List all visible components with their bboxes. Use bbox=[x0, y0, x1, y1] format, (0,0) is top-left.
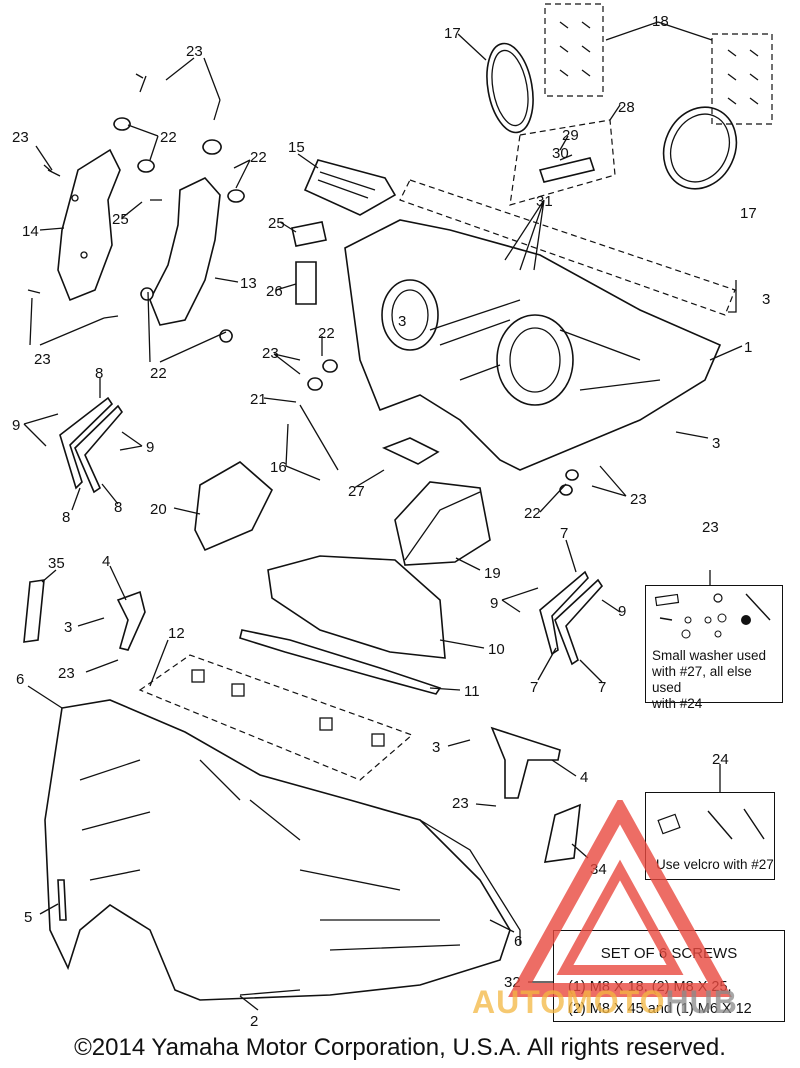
screws-32-line2: (2) M8 X 45 and (1) M6 X 12 bbox=[568, 1001, 752, 1017]
callout-10: 10 bbox=[488, 641, 505, 658]
callout-9: 9 bbox=[12, 417, 20, 434]
part-14-bracket bbox=[27, 73, 162, 319]
callout-31: 31 bbox=[536, 193, 553, 210]
part-19-cover bbox=[394, 481, 491, 566]
callout-3: 3 bbox=[712, 435, 720, 452]
callout-21: 21 bbox=[250, 391, 267, 408]
callout-3: 3 bbox=[398, 313, 406, 330]
hardware-23-note-line3: with #24 bbox=[652, 696, 703, 711]
callout-13: 13 bbox=[240, 275, 257, 292]
callout-23: 23 bbox=[58, 665, 75, 682]
hardware-23-note-line2: with #27, all else used bbox=[652, 664, 752, 695]
callout-23: 23 bbox=[452, 795, 469, 812]
callout-4: 4 bbox=[580, 769, 588, 786]
part-7-arms bbox=[539, 570, 604, 666]
callout-3: 3 bbox=[762, 291, 770, 308]
callout-22: 22 bbox=[318, 325, 335, 342]
callout-25: 25 bbox=[268, 215, 285, 232]
callout-8: 8 bbox=[114, 499, 122, 516]
callout-23: 23 bbox=[262, 345, 279, 362]
part-22-23-grommets bbox=[307, 359, 579, 496]
callout-14: 14 bbox=[22, 223, 39, 240]
callout-17: 17 bbox=[444, 25, 461, 42]
callout-2: 2 bbox=[250, 1013, 258, 1030]
callout-29: 29 bbox=[562, 127, 579, 144]
callout-9: 9 bbox=[490, 595, 498, 612]
callout-7: 7 bbox=[598, 679, 606, 696]
callout-30: 30 bbox=[552, 145, 569, 162]
hardware-23-box: Small washer used with #27, all else use… bbox=[645, 585, 783, 711]
callout-34: 34 bbox=[590, 861, 607, 878]
callout-23: 23 bbox=[186, 43, 203, 60]
callout-35: 35 bbox=[48, 555, 65, 572]
callout-28: 28 bbox=[618, 99, 635, 116]
part-15-vent-cover bbox=[303, 159, 397, 216]
callout-3: 3 bbox=[64, 619, 72, 636]
part-1-inner-fairing bbox=[344, 219, 722, 471]
part-35-bracket bbox=[23, 579, 45, 643]
callout-7: 7 bbox=[560, 525, 568, 542]
callout-4: 4 bbox=[102, 553, 110, 570]
part-5-strip bbox=[57, 879, 67, 921]
screws-32-title: SET OF 6 SCREWS bbox=[600, 945, 738, 962]
callout-22: 22 bbox=[150, 365, 167, 382]
callout-25: 25 bbox=[112, 211, 129, 228]
part-28-group bbox=[509, 119, 616, 206]
callout-23: 23 bbox=[12, 129, 29, 146]
part-11-trim bbox=[239, 629, 442, 695]
callout-19: 19 bbox=[484, 565, 501, 582]
hardware-24-note: Use velcro with #27 bbox=[656, 857, 774, 872]
hardware-24-box: Use velcro with #27 bbox=[645, 792, 775, 880]
callout-8: 8 bbox=[62, 509, 70, 526]
callout-17: 17 bbox=[740, 205, 757, 222]
callout-22: 22 bbox=[160, 129, 177, 146]
hardware-23-icons bbox=[654, 593, 771, 639]
callout-1: 1 bbox=[744, 339, 752, 356]
part-6-outer-fairing bbox=[44, 699, 521, 1001]
part-8-arms bbox=[59, 396, 124, 494]
part-25-26-plates bbox=[291, 221, 327, 305]
callout-12: 12 bbox=[168, 625, 185, 642]
hardware-23-note-line1: Small washer used bbox=[652, 648, 767, 663]
callout-8: 8 bbox=[95, 365, 103, 382]
callout-9: 9 bbox=[618, 603, 626, 620]
part-13-bracket bbox=[140, 99, 245, 343]
leader-lines bbox=[23, 21, 743, 1011]
callout-16: 16 bbox=[270, 459, 287, 476]
part-21-rod bbox=[299, 404, 339, 471]
callout-20: 20 bbox=[150, 501, 167, 518]
callout-3: 3 bbox=[432, 739, 440, 756]
callout-11: 11 bbox=[464, 683, 480, 700]
callout-15: 15 bbox=[288, 139, 305, 156]
callout-27: 27 bbox=[348, 483, 365, 500]
callout-24: 24 bbox=[712, 751, 729, 768]
callout-7: 7 bbox=[530, 679, 538, 696]
callout-26: 26 bbox=[266, 283, 283, 300]
callout-23: 23 bbox=[630, 491, 647, 508]
part-3-rail bbox=[399, 179, 736, 316]
part-20-cover bbox=[194, 461, 273, 552]
callout-22: 22 bbox=[250, 149, 267, 166]
callout-6: 6 bbox=[514, 933, 522, 950]
watermark-text: AUTOMOTOHUB bbox=[472, 984, 738, 1020]
part-4-brackets bbox=[116, 590, 561, 799]
callout-labels: 23 22 23 14 25 22 13 23 22 15 25 26 17 1… bbox=[12, 13, 770, 1030]
part-27-bracket bbox=[381, 437, 440, 465]
callout-23: 23 bbox=[34, 351, 51, 368]
copyright-text: ©2014 Yamaha Motor Corporation, U.S.A. A… bbox=[74, 1034, 726, 1061]
hardware-24-icons bbox=[657, 808, 765, 840]
part-12-nut-group bbox=[138, 654, 414, 781]
callout-18: 18 bbox=[652, 13, 669, 30]
callout-23: 23 bbox=[702, 519, 719, 536]
callout-22: 22 bbox=[524, 505, 541, 522]
callout-6: 6 bbox=[16, 671, 24, 688]
part-17-speaker-rings bbox=[486, 42, 738, 190]
callout-5: 5 bbox=[24, 909, 32, 926]
callout-9: 9 bbox=[146, 439, 154, 456]
part-18-screw-sets bbox=[544, 3, 773, 125]
part-10-windshield bbox=[267, 555, 446, 659]
part-34-bracket bbox=[543, 803, 581, 863]
